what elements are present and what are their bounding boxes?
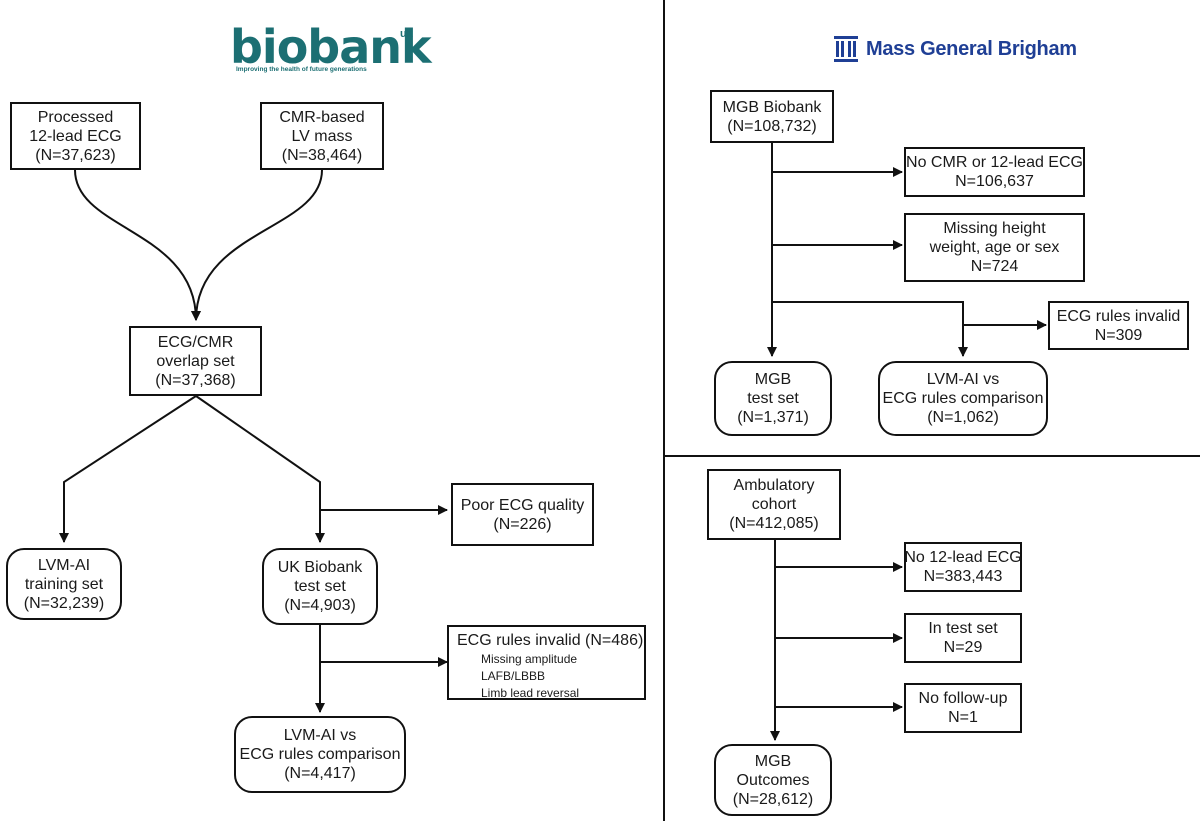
uk-biobank-logo: biobank uk Improving the health of futur… [226, 22, 432, 78]
mgb-name: Mass General Brigham [866, 37, 1077, 60]
uk-biobank-superscript: uk [400, 28, 413, 40]
processed-ecg-box: Processed 12-lead ECG (N=37,623) [10, 102, 141, 170]
no-ecg-box: No 12-lead ECG N=383,443 [904, 542, 1022, 592]
uk-biobank-tagline: Improving the health of future generatio… [236, 66, 367, 73]
mgb-biobank-box: MGB Biobank (N=108,732) [710, 90, 834, 143]
overlap-to-training-line [59, 395, 197, 543]
uk-test-set-box: UK Biobank test set (N=4,903) [262, 548, 378, 625]
cmr-lv-mass-box: CMR-based LV mass (N=38,464) [260, 102, 384, 170]
missing-info-box: Missing height weight, age or sex N=724 [904, 213, 1085, 282]
rules-invalid-item: LAFB/LBBB [481, 669, 546, 683]
mgb-test-set-box: MGB test set (N=1,371) [714, 361, 832, 436]
branch-to-comparison-line [772, 301, 968, 357]
ecg-to-overlap-arrow [74, 169, 201, 321]
rules-invalid-item: Missing amplitude [481, 652, 578, 666]
uk-biobank-wordmark: biobank [230, 20, 432, 74]
columns-building-icon [834, 36, 858, 62]
uk-comparison-box: LVM-AI vs ECG rules comparison (N=4,417) [234, 716, 406, 793]
training-set-box: LVM-AI training set (N=32,239) [6, 548, 122, 620]
uk-rules-invalid-box: ECG rules invalid (N=486) Missing amplit… [447, 625, 646, 700]
no-cmr-ecg-box: No CMR or 12-lead ECG N=106,637 [904, 147, 1085, 197]
no-follow-up-box: No follow-up N=1 [904, 683, 1022, 733]
in-test-set-box: In test set N=29 [904, 613, 1022, 663]
cmr-to-overlap-arrow [191, 169, 323, 321]
poor-quality-box: Poor ECG quality (N=226) [451, 483, 594, 546]
mgb-comparison-box: LVM-AI vs ECG rules comparison (N=1,062) [878, 361, 1048, 436]
rules-invalid-item: Limb lead reversal [481, 686, 580, 700]
mgb-rules-invalid-box: ECG rules invalid N=309 [1048, 301, 1189, 350]
rules-invalid-title: ECG rules invalid (N=486) [457, 632, 644, 649]
mgb-logo: Mass General Brigham [834, 34, 1077, 64]
overlap-set-box: ECG/CMR overlap set (N=37,368) [129, 326, 262, 396]
ambulatory-cohort-box: Ambulatory cohort (N=412,085) [707, 469, 841, 540]
overlap-to-test-line [195, 395, 325, 543]
mgb-outcomes-box: MGB Outcomes (N=28,612) [714, 744, 832, 816]
